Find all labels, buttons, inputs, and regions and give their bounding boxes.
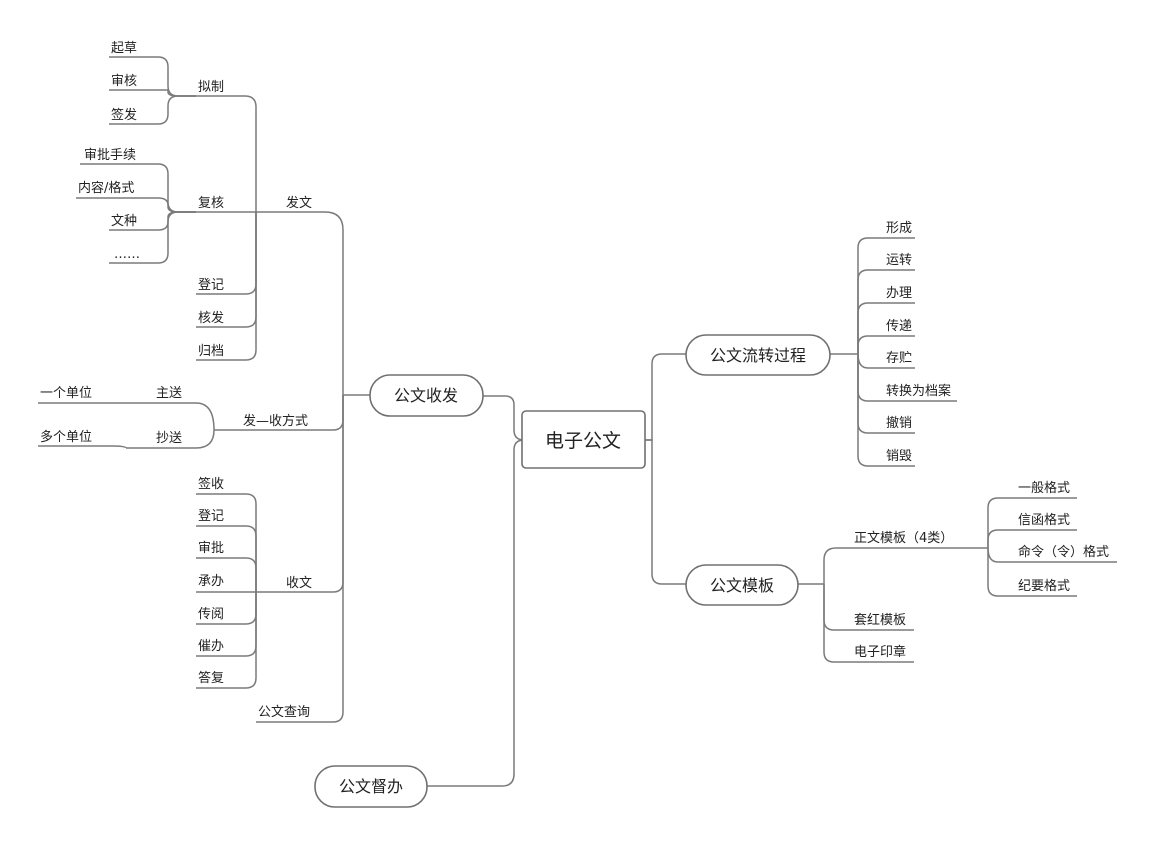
node-yigedanwei[interactable]: 一个单位	[40, 386, 92, 401]
node-chuanyue[interactable]: 传阅	[198, 607, 224, 622]
node-shenhe[interactable]: 审核	[111, 74, 137, 89]
edge-hub-chaxun	[256, 395, 344, 723]
duban-box	[314, 765, 428, 808]
edge-fawen-hefa	[196, 212, 257, 328]
node-chexiao[interactable]: 撤销	[886, 415, 912, 431]
node-shouwen[interactable]: 收文	[286, 576, 312, 591]
shouwen-subtree: 收文 签收 登记 审批 承办 传阅 催办 答复 公文查询	[198, 476, 312, 720]
edge-lz-7	[857, 354, 915, 467]
edge-lz-1	[857, 269, 915, 354]
shoufa-label: 公文收发	[394, 386, 458, 405]
edge-muban-yinzhang	[823, 584, 914, 663]
edge-lz-0	[857, 237, 915, 354]
node-qianshou[interactable]: 签收	[198, 476, 224, 492]
edge-hub-fawen	[256, 211, 344, 395]
node-chengban[interactable]: 承办	[198, 574, 224, 589]
node-fashoufangshi[interactable]: 发—收方式	[243, 413, 308, 429]
node-ellipsis[interactable]: ……	[114, 247, 140, 262]
node-qicao[interactable]: 起草	[111, 41, 137, 56]
edge-shouwen-dengji	[196, 525, 257, 592]
fashou-subtree: 发—收方式 主送 一个单位 抄送 多个单位	[40, 386, 308, 446]
edge-nizhi-qianfa	[109, 95, 196, 125]
node-xinhan-geshi[interactable]: 信函格式	[1018, 512, 1070, 528]
edge-fawen-nizhi	[196, 95, 257, 212]
edge-muban-zhengwen	[823, 547, 988, 584]
duban-label: 公文督办	[339, 777, 403, 796]
node-zhuanhuan-dangan[interactable]: 转换为档案	[886, 384, 951, 399]
edge-shouwen-dafu	[196, 592, 257, 689]
liuzhuan-subtree: 形成 运转 办理 传递 存贮 转换为档案 撤销 销毁	[886, 221, 951, 464]
node-banli[interactable]: 办理	[886, 286, 912, 301]
node-yiban-geshi[interactable]: 一般格式	[1018, 480, 1070, 496]
node-nizhi[interactable]: 拟制	[198, 80, 224, 95]
muban-subtree: 正文模板（4类） 一般格式 信函格式 命令（令）格式 纪要格式 套红模板 电子印…	[854, 480, 1109, 660]
node-fawen-dengji[interactable]: 登记	[198, 278, 224, 293]
node-muban[interactable]: 公文模板	[685, 564, 799, 606]
node-duogedanwei[interactable]: 多个单位	[40, 429, 92, 445]
liuzhuan-label: 公文流转过程	[710, 346, 806, 365]
node-neirong-geshi[interactable]: 内容/格式	[78, 180, 134, 196]
edge-lz-2	[857, 302, 915, 354]
node-qianfa[interactable]: 签发	[111, 107, 137, 123]
edge-fuhe-neirong	[76, 197, 196, 213]
edge-root-muban	[645, 439, 686, 585]
edge-fashou-chaosong	[126, 429, 215, 449]
edge-zw-3	[987, 548, 1077, 597]
node-cunzhu[interactable]: 存贮	[886, 351, 912, 366]
node-taohong-muban[interactable]: 套红模板	[854, 612, 906, 628]
edge-shouwen-shenpi	[196, 557, 257, 592]
edge-zw-1	[987, 529, 1077, 548]
edge-chaosong-child	[38, 445, 127, 449]
edge-fashou-zhusong	[126, 402, 215, 431]
node-chuandi[interactable]: 传递	[886, 319, 912, 334]
edge-root-liuzhuan	[645, 353, 686, 441]
node-shoufa[interactable]: 公文收发	[369, 374, 484, 417]
node-hefa[interactable]: 核发	[198, 310, 224, 326]
root-node[interactable]: 电子公文	[521, 410, 646, 469]
shoufa-box	[369, 374, 484, 417]
node-liuzhuan[interactable]: 公文流转过程	[685, 334, 831, 376]
node-jiyao-geshi[interactable]: 纪要格式	[1018, 578, 1070, 594]
node-fawen[interactable]: 发文	[286, 195, 312, 211]
edge-root-duban	[427, 439, 525, 787]
node-shouwen-dengji[interactable]: 登记	[198, 509, 224, 524]
node-guidang[interactable]: 归档	[198, 344, 224, 359]
muban-box	[685, 564, 799, 606]
connectors	[38, 56, 1117, 787]
node-fuhe[interactable]: 复核	[198, 196, 224, 211]
root-label: 电子公文	[545, 430, 621, 452]
node-wenzhong[interactable]: 文种	[111, 214, 137, 229]
node-chaosong[interactable]: 抄送	[156, 431, 182, 446]
edge-fawen-guidang	[196, 212, 257, 361]
node-xiaohui[interactable]: 销毁	[886, 449, 912, 464]
edge-root-shoufa	[483, 395, 525, 441]
liuzhuan-box	[685, 334, 831, 376]
node-shenpi[interactable]: 审批	[198, 541, 224, 556]
node-shenpishouxu[interactable]: 审批手续	[84, 148, 136, 163]
root-box	[521, 410, 646, 469]
edge-lz-3	[857, 335, 915, 354]
node-duban[interactable]: 公文督办	[314, 765, 428, 808]
edge-fuhe-more	[109, 211, 196, 264]
node-yunzhuan[interactable]: 运转	[886, 253, 912, 268]
node-dianzi-yinzhang[interactable]: 电子印章	[854, 644, 906, 660]
edge-shouwen-qianshou	[196, 493, 257, 592]
node-cuiban[interactable]: 催办	[198, 639, 224, 654]
node-dafu[interactable]: 答复	[198, 670, 224, 686]
fawen-subtree: 发文 拟制 起草 审核 签发 复核 审批手续 内容/格式 文种 …… 登记 核发…	[78, 41, 312, 359]
node-zhusong[interactable]: 主送	[156, 386, 182, 401]
edge-nizhi-shenhe	[109, 89, 196, 97]
edge-zw-0	[987, 497, 1077, 548]
node-chaxun[interactable]: 公文查询	[258, 705, 310, 720]
node-xingcheng[interactable]: 形成	[886, 221, 912, 236]
muban-label: 公文模板	[710, 576, 774, 595]
node-zhengwen-muban[interactable]: 正文模板（4类）	[854, 531, 953, 546]
node-mingling-geshi[interactable]: 命令（令）格式	[1018, 544, 1109, 560]
